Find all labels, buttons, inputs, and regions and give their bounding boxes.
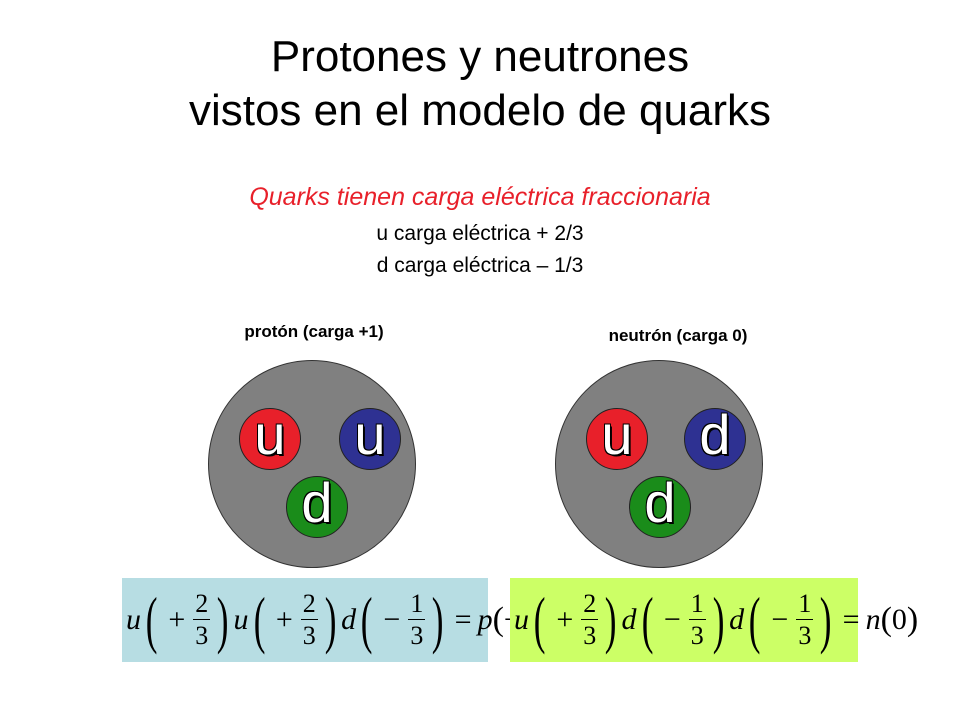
neutron-quark-2: d [684, 407, 746, 470]
eq-result-symbol: p [477, 603, 493, 636]
eq-sign: − [771, 603, 789, 636]
proton-quark-3: d [286, 475, 348, 538]
neutron-label: neutrón (carga 0) [608, 326, 748, 345]
eq-term: d [729, 603, 745, 636]
eq-sign: + [556, 603, 574, 636]
eq-sign: − [663, 603, 681, 636]
eq-result-symbol: n [865, 603, 881, 636]
proton-label: protón (carga +1) [244, 322, 384, 341]
title-line-1: Protones y neutrones [270, 32, 690, 81]
eq-term: d [341, 603, 357, 636]
eq-term: u [126, 603, 141, 636]
proton-quark-2: u [339, 407, 401, 470]
eq-equals: = [454, 603, 472, 636]
eq-term: u [514, 603, 529, 636]
eq-term: u [233, 603, 249, 636]
eq-sign: + [168, 603, 186, 636]
neutron-quark-3: d [629, 475, 691, 538]
page-title: Protones y neutrones vistos en el modelo… [0, 30, 960, 138]
neutron-circle: u d d [555, 360, 763, 568]
title-line-2: vistos en el modelo de quarks [188, 86, 772, 135]
subtitle: Quarks tienen carga eléctrica fraccionar… [249, 183, 711, 211]
charge-u-text: u carga eléctrica + 2/3 [376, 222, 584, 245]
eq-equals: = [842, 603, 860, 636]
eq-result-value: 0 [891, 603, 907, 636]
neutron-quark-1: u [586, 407, 648, 470]
proton-equation: u ( + 23 ) u ( + 23 ) d ( − 13 ) = p(+1) [122, 578, 547, 662]
proton-circle: u u d [208, 360, 416, 568]
eq-term: d [621, 603, 637, 636]
eq-sign: − [383, 603, 401, 636]
proton-quark-1: u [239, 407, 301, 470]
charge-d-text: d carga eléctrica – 1/3 [376, 254, 584, 277]
eq-sign: + [275, 603, 293, 636]
